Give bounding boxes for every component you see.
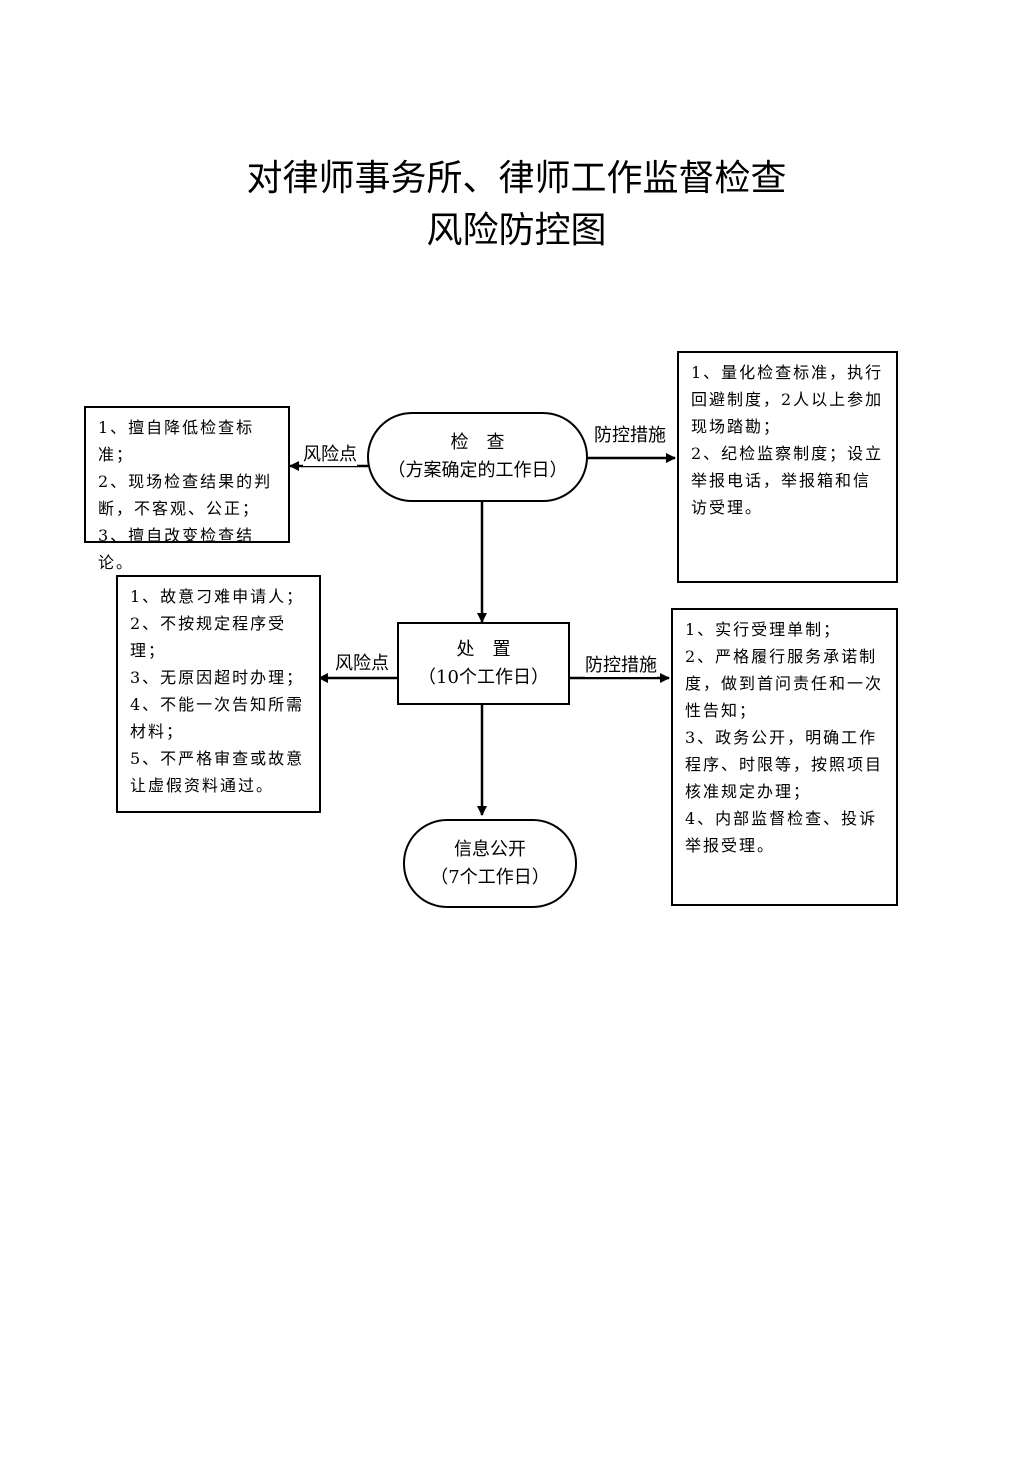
handle-control-item: 3、政务公开，明确工作程序、时限等，按照项目核准规定办理； xyxy=(685,728,884,801)
check-risk-item: 3、擅自改变检查结论。 xyxy=(98,526,255,572)
handle-control-item: 2、严格履行服务承诺制度，做到首问责任和一次性告知； xyxy=(685,647,884,720)
check-control-item: 1、量化检查标准，执行回避制度，2人以上参加现场踏勘； xyxy=(691,363,884,436)
handle-risk-item: 4、不能一次告知所需材料； xyxy=(130,695,305,741)
handle-risk-item: 2、不按规定程序受理； xyxy=(130,614,287,660)
check-risk-item: 1、擅自降低检查标准； xyxy=(98,418,255,464)
handle-risk-item: 5、不严格审查或故意让虚假资料通过。 xyxy=(130,749,305,795)
step-check: 检 查 （方案确定的工作日） xyxy=(367,412,588,502)
handle-control-list: 1、实行受理单制； 2、严格履行服务承诺制度，做到首问责任和一次性告知； 3、政… xyxy=(671,608,898,906)
handle-control-item: 4、内部监督检查、投诉举报受理。 xyxy=(685,809,878,855)
step-check-days: （方案确定的工作日） xyxy=(387,460,568,481)
handle-risk-item: 1、故意刁难申请人； xyxy=(130,587,305,606)
step-check-name: 检 查 xyxy=(450,432,505,453)
diagram-title-line2: 风险防控图 xyxy=(426,210,607,251)
risk-label-handle: 风险点 xyxy=(335,653,389,675)
step-publish-days: （7个工作日） xyxy=(430,866,550,888)
step-handle-days: （10个工作日） xyxy=(418,666,549,688)
risk-label-check: 风险点 xyxy=(303,444,357,466)
handle-control-item: 1、实行受理单制； xyxy=(685,620,842,639)
step-handle: 处 置 （10个工作日） xyxy=(397,622,570,705)
diagram-title-line1: 对律师事务所、律师工作监督检查 xyxy=(246,158,787,199)
check-risk-item: 2、现场检查结果的判断，不客观、公正； xyxy=(98,472,273,518)
step-publish: 信息公开 （7个工作日） xyxy=(403,819,577,908)
control-label-check: 防控措施 xyxy=(594,425,666,447)
handle-risk-item: 3、无原因超时办理； xyxy=(130,668,305,687)
check-control-list: 1、量化检查标准，执行回避制度，2人以上参加现场踏勘； 2、纪检监察制度；设立举… xyxy=(677,351,898,583)
control-label-handle: 防控措施 xyxy=(585,655,657,677)
check-risk-list: 1、擅自降低检查标准； 2、现场检查结果的判断，不客观、公正； 3、擅自改变检查… xyxy=(84,406,290,572)
step-publish-name: 信息公开 xyxy=(454,838,526,860)
step-handle-name: 处 置 xyxy=(456,638,511,660)
check-control-item: 2、纪检监察制度；设立举报电话，举报箱和信访受理。 xyxy=(691,444,884,517)
handle-risk-list: 1、故意刁难申请人； 2、不按规定程序受理； 3、无原因超时办理； 4、不能一次… xyxy=(116,575,321,813)
